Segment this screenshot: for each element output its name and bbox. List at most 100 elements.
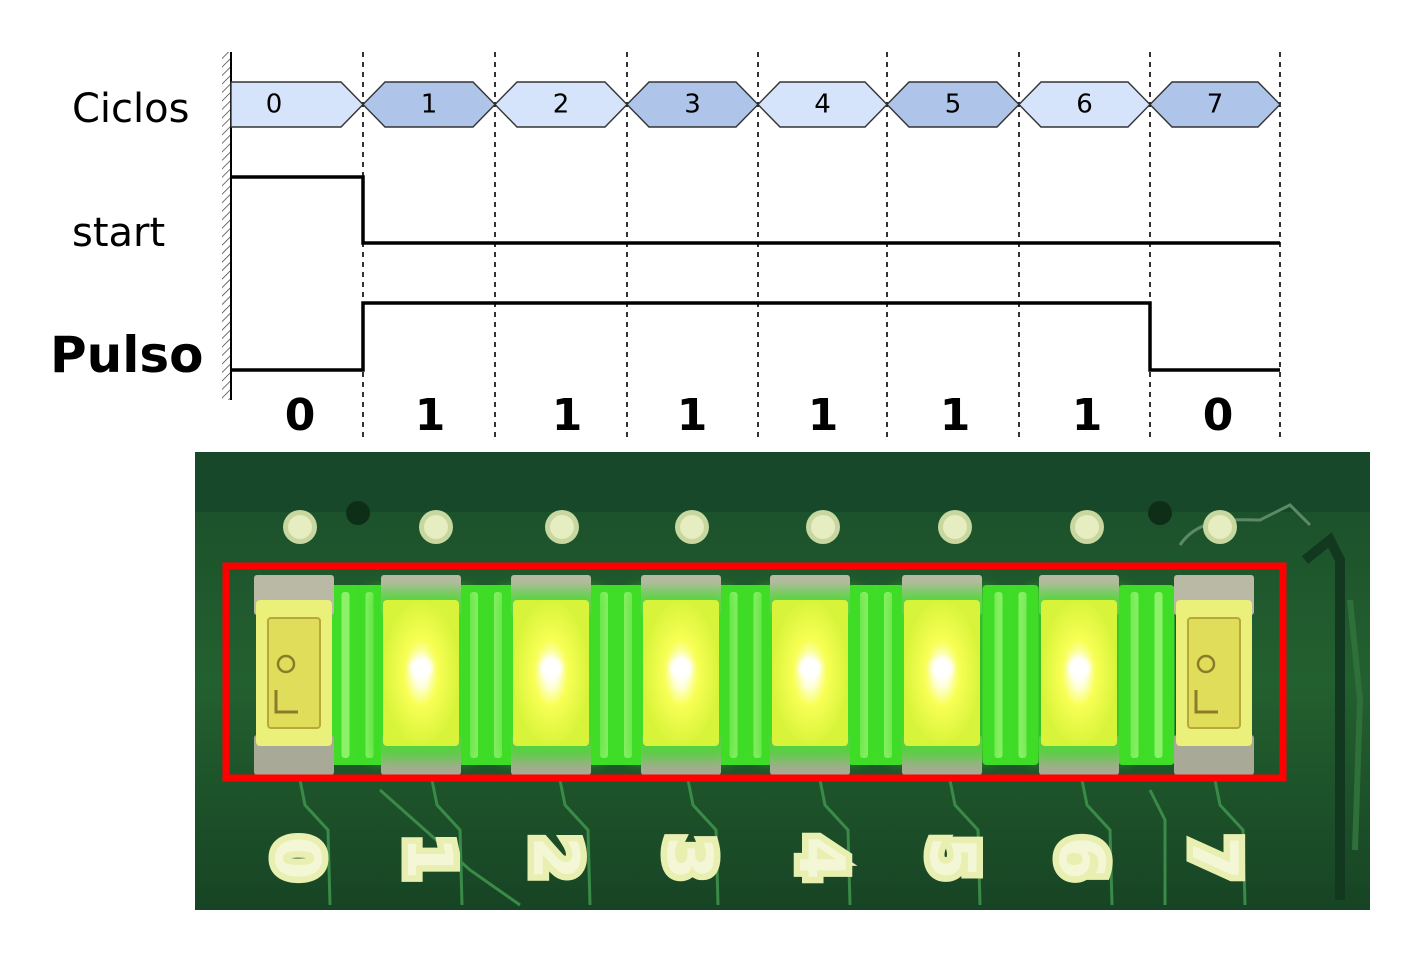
led-die bbox=[276, 654, 296, 674]
pulso-waveform bbox=[231, 301, 1280, 372]
cycle-hexagon bbox=[1149, 81, 1281, 128]
cycle-number: 3 bbox=[684, 90, 701, 120]
via-hole bbox=[1148, 501, 1172, 525]
led-highlight-box bbox=[222, 562, 1287, 782]
led-on bbox=[892, 575, 992, 775]
pulso-bit: 0 bbox=[285, 390, 316, 441]
silkscreen-digit-fill: 0 bbox=[261, 836, 334, 879]
via-pad-center bbox=[680, 515, 704, 539]
silkscreen-digit-fill: 6 bbox=[1045, 836, 1118, 879]
silkscreen-digit: 33 bbox=[647, 830, 733, 886]
via-pad-center bbox=[943, 515, 967, 539]
pulso-bit: 1 bbox=[940, 390, 971, 441]
led-lens bbox=[267, 617, 321, 729]
pcb-trace bbox=[379, 788, 521, 907]
led-hotspot bbox=[540, 657, 562, 679]
led-glow-stripe bbox=[624, 592, 632, 758]
silkscreen-labels: 00 11 22 33 44 55 66 77 bbox=[255, 830, 1258, 886]
pcb-trace bbox=[558, 779, 592, 906]
silkscreen-digit-outline: 1 bbox=[393, 836, 466, 879]
silkscreen-digit: 22 bbox=[513, 830, 599, 886]
label-pulso: Pulso bbox=[50, 326, 204, 384]
silkscreen-digit-fill: 5 bbox=[916, 836, 989, 879]
via-hole bbox=[346, 501, 370, 525]
led-on bbox=[501, 575, 601, 775]
pulso-bit: 1 bbox=[415, 390, 446, 441]
silkscreen-digit: 11 bbox=[387, 830, 473, 886]
label-start: start bbox=[72, 210, 165, 256]
led-hotspot bbox=[670, 657, 692, 679]
cycle-segment: 6 bbox=[1018, 81, 1151, 128]
cycle-segment: 2 bbox=[494, 81, 628, 128]
silkscreen-digit-outline: 5 bbox=[916, 836, 989, 879]
led-lens bbox=[1187, 617, 1241, 729]
silkscreen-digit-outline: 2 bbox=[519, 836, 592, 879]
start-waveform bbox=[231, 175, 1280, 245]
led-hotspot bbox=[931, 657, 953, 679]
silkscreen-digit: 00 bbox=[255, 830, 341, 886]
pcb-trace bbox=[818, 779, 852, 906]
cycle-number: 2 bbox=[553, 90, 570, 120]
led-on bbox=[760, 575, 860, 775]
led-glow-stripe bbox=[600, 592, 608, 758]
led-marking bbox=[1194, 690, 1218, 714]
led-glow-stripe bbox=[341, 592, 350, 758]
led-hotspot bbox=[410, 657, 432, 679]
led-die bbox=[1196, 654, 1216, 674]
led-marking bbox=[274, 690, 298, 714]
time-origin-wall bbox=[222, 52, 232, 400]
pcb-traces bbox=[298, 779, 1247, 907]
led-glow-stripe bbox=[1130, 592, 1139, 758]
silkscreen-digit-fill: 4 bbox=[785, 836, 858, 879]
silkscreen-digit: 77 bbox=[1172, 830, 1258, 886]
silkscreen-digit: 66 bbox=[1039, 830, 1125, 886]
via-pad-center bbox=[811, 515, 835, 539]
pcb-trace bbox=[430, 779, 464, 906]
label-ciclos: Ciclos bbox=[72, 86, 189, 132]
led-glow-stripe bbox=[884, 592, 892, 758]
silkscreen-digit: 55 bbox=[910, 830, 996, 886]
silkscreen-digit-outline: 7 bbox=[1178, 836, 1251, 879]
led-glow-stripe bbox=[1018, 592, 1027, 758]
silkscreen-digit-outline: 3 bbox=[653, 836, 726, 879]
silkscreen-digit-fill: 3 bbox=[653, 836, 726, 879]
pulso-bit: 1 bbox=[1072, 390, 1103, 441]
led-hotspot bbox=[1068, 657, 1090, 679]
silkscreen-digit-outline: 4 bbox=[785, 836, 858, 879]
pulso-bit: 1 bbox=[808, 390, 839, 441]
led-glow-stripe bbox=[860, 592, 868, 758]
pulso-bit: 1 bbox=[677, 390, 708, 441]
pcb-trace bbox=[1213, 779, 1247, 906]
cycle-number: 4 bbox=[814, 90, 831, 120]
led-hotspot bbox=[799, 657, 821, 679]
cycle-segment: 0 bbox=[230, 81, 364, 128]
pcb-trace bbox=[1080, 779, 1114, 906]
cycle-number: 0 bbox=[266, 90, 283, 120]
cycle-boundary-lines bbox=[362, 52, 1281, 440]
via-pad-center bbox=[550, 515, 574, 539]
via-pad-center bbox=[1075, 515, 1099, 539]
silkscreen-digit: 44 bbox=[779, 830, 865, 886]
pcb-trace bbox=[948, 779, 982, 906]
led-row bbox=[254, 575, 1254, 775]
cycle-segment: 4 bbox=[757, 81, 888, 128]
via-pad-center bbox=[1208, 515, 1232, 539]
via-pads bbox=[283, 501, 1237, 544]
led-glow-stripe bbox=[994, 592, 1003, 758]
led-glow-stripe bbox=[494, 592, 502, 758]
pcb-trace bbox=[1148, 789, 1167, 905]
led-glow-stripe bbox=[470, 592, 478, 758]
cycle-segment: 7 bbox=[1149, 81, 1281, 128]
led-on bbox=[371, 575, 471, 775]
silkscreen-digit-outline: 0 bbox=[261, 836, 334, 879]
led-glow-stripe bbox=[729, 592, 738, 758]
cycle-segment: 1 bbox=[362, 81, 496, 128]
via-pad-center bbox=[424, 515, 448, 539]
led-off bbox=[1174, 575, 1254, 775]
led-board-photo: 00 11 22 33 44 55 66 77 bbox=[195, 452, 1370, 910]
cycle-number: 1 bbox=[421, 90, 438, 120]
silkscreen-digit-fill: 1 bbox=[393, 836, 466, 879]
